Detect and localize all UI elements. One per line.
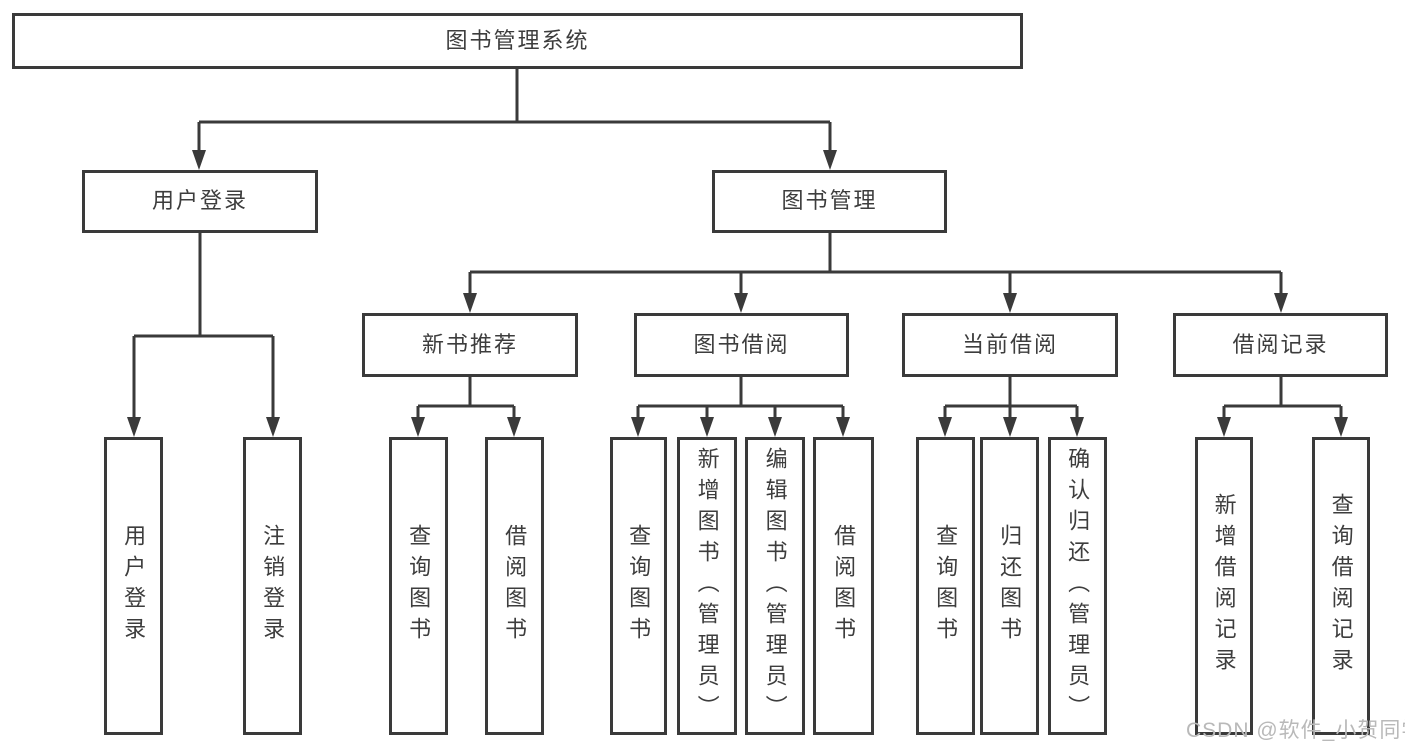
leaf-query-books-recommend: 查询图书 <box>389 437 448 735</box>
node-label: 用户登录 <box>121 524 147 648</box>
leaf-confirm-return-admin: 确认归还（管理员） <box>1048 437 1107 735</box>
leaf-query-books-current: 查询图书 <box>916 437 975 735</box>
node-new-book-recommendation: 新书推荐 <box>362 313 578 377</box>
node-label: 查询图书 <box>406 524 432 648</box>
node-label: 查询图书 <box>626 524 652 648</box>
leaf-return-books: 归还图书 <box>980 437 1039 735</box>
node-label: 图书管理 <box>781 188 878 214</box>
node-label: 新书推荐 <box>421 331 518 357</box>
node-label: 编辑图书（管理员） <box>762 446 788 726</box>
leaf-query-books-borrow: 查询图书 <box>610 437 667 735</box>
node-label: 新增借阅记录 <box>1211 493 1237 679</box>
arrowhead-icons <box>127 150 1348 437</box>
node-current-borrowing: 当前借阅 <box>902 313 1118 377</box>
node-label: 归还图书 <box>997 524 1023 648</box>
node-label: 查询图书 <box>933 524 959 648</box>
leaf-logout-login: 注销登录 <box>243 437 302 735</box>
node-user-login: 用户登录 <box>82 170 318 233</box>
watermark: CSDN @软件_小贺同学 <box>1186 719 1405 742</box>
node-book-management: 图书管理 <box>712 170 947 233</box>
leaf-edit-books-admin: 编辑图书（管理员） <box>745 437 805 735</box>
leaf-add-borrow-record: 新增借阅记录 <box>1195 437 1253 735</box>
leaf-user-login: 用户登录 <box>104 437 163 735</box>
leaf-borrow-books: 借阅图书 <box>813 437 874 735</box>
node-label: 查询借阅记录 <box>1328 493 1354 679</box>
node-book-borrowing: 图书借阅 <box>634 313 849 377</box>
node-label: 图书借阅 <box>693 331 790 357</box>
leaf-borrow-books-recommend: 借阅图书 <box>485 437 544 735</box>
node-label: 新增图书（管理员） <box>694 446 720 726</box>
node-label: 借阅图书 <box>831 524 857 648</box>
node-label: 用户登录 <box>151 188 248 214</box>
node-label: 确认归还（管理员） <box>1065 446 1091 726</box>
node-label: 当前借阅 <box>961 331 1058 357</box>
leaf-add-books-admin: 新增图书（管理员） <box>677 437 737 735</box>
node-root: 图书管理系统 <box>12 13 1023 69</box>
node-label: 借阅记录 <box>1232 331 1329 357</box>
node-label: 借阅图书 <box>502 524 528 648</box>
node-label: 注销登录 <box>260 524 286 648</box>
node-label: 图书管理系统 <box>445 27 590 53</box>
node-borrowing-records: 借阅记录 <box>1173 313 1388 377</box>
leaf-query-borrow-record: 查询借阅记录 <box>1312 437 1370 735</box>
